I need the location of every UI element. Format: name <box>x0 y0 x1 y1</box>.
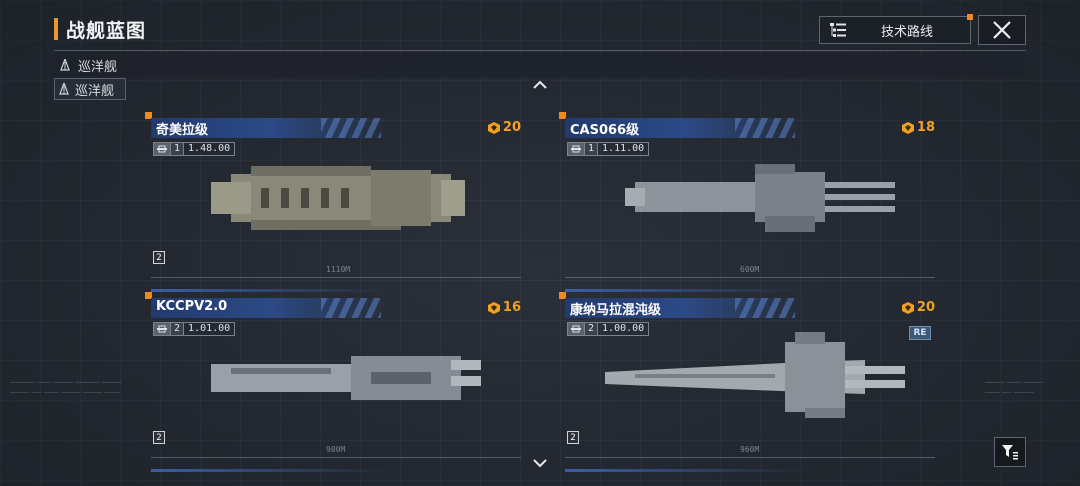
ship-image <box>211 356 481 400</box>
filter-icon <box>1002 445 1018 460</box>
ship-stats: 2 1.00.00 <box>567 322 650 336</box>
ship-image <box>605 332 905 418</box>
title-accent-bar <box>54 18 58 40</box>
ship-stats: 1 1.11.00 <box>567 142 650 156</box>
ship-stats: 1 1.48.00 <box>153 142 236 156</box>
ship-level: 2 <box>584 323 598 335</box>
ship-name: KCCPV2.0 <box>156 299 228 314</box>
length-label: 600M <box>740 265 760 274</box>
ship-blueprint-card[interactable]: KCCPV2.0 16 2 1.01.00 2 900M <box>145 292 531 472</box>
length-label: 1110M <box>326 265 351 274</box>
ship-blueprint-card[interactable]: CAS066级 18 1 1.11.00 600M <box>559 112 945 292</box>
scroll-up-chevron-icon[interactable] <box>532 80 548 90</box>
page-title: 战舰蓝图 <box>66 19 147 42</box>
ship-image <box>625 164 895 232</box>
tier-badge: 2 <box>153 431 165 444</box>
ship-version: 1.00.00 <box>597 323 648 335</box>
decorative-side-text: ───── ─── ──── ───── ──────── ── ─── ───… <box>10 378 122 397</box>
re-badge: RE <box>909 326 931 340</box>
close-icon <box>993 21 1011 39</box>
card-underline <box>565 469 805 472</box>
subcategory-label: 巡洋舰 <box>75 83 115 99</box>
ship-version: 1.11.00 <box>597 143 648 155</box>
cost-value: 20 <box>916 300 935 315</box>
close-button[interactable] <box>978 15 1026 45</box>
category-bar[interactable]: 巡洋舰 <box>54 53 1026 77</box>
ship-type-icon <box>154 143 170 155</box>
tech-route-label: 技术路线 <box>880 24 933 40</box>
header-divider <box>54 50 1026 51</box>
filter-button[interactable] <box>994 437 1026 467</box>
list-tree-icon <box>830 23 846 37</box>
ship-level: 2 <box>170 323 184 335</box>
blueprint-token-icon <box>901 301 914 314</box>
decorative-side-text: ──── ─── ─────── ── ──── <box>985 378 1044 397</box>
blueprint-cost: 20 <box>487 120 521 135</box>
cruiser-class-icon <box>59 83 69 95</box>
ship-level: 1 <box>584 143 598 155</box>
length-label: 960M <box>740 445 760 454</box>
scroll-down-chevron-icon[interactable] <box>532 458 548 468</box>
length-ruler <box>565 268 935 278</box>
blueprint-token-icon <box>487 301 500 314</box>
tier-badge: 2 <box>567 431 579 444</box>
ship-type-icon <box>568 323 584 335</box>
card-underline <box>151 469 391 472</box>
ship-type-icon <box>568 143 584 155</box>
ship-blueprint-card[interactable]: 康纳马拉混沌级 20 2 1.00.00 RE 2 960M <box>559 292 945 472</box>
ship-version: 1.48.00 <box>183 143 234 155</box>
blueprint-cost: 20 <box>901 300 935 315</box>
cost-value: 20 <box>502 120 521 135</box>
length-label: 900M <box>326 445 346 454</box>
ship-name-stripes <box>735 298 795 318</box>
ship-name-stripes <box>735 118 795 138</box>
card-underline <box>151 289 391 292</box>
cost-value: 16 <box>502 300 521 315</box>
new-marker <box>145 112 152 119</box>
blueprint-cost: 18 <box>901 120 935 135</box>
ship-name: 奇美拉级 <box>156 123 209 138</box>
tech-route-button[interactable]: 技术路线 <box>819 14 973 44</box>
length-ruler <box>151 448 521 458</box>
page-header: 战舰蓝图 <box>54 16 146 42</box>
ship-name: CAS066级 <box>570 123 640 138</box>
new-marker <box>559 112 566 119</box>
notification-dot <box>967 14 973 20</box>
ship-blueprint-card[interactable]: 奇美拉级 20 1 1.48.00 2 1110M <box>145 112 531 292</box>
length-ruler <box>565 448 935 458</box>
blueprint-cost: 16 <box>487 300 521 315</box>
ship-type-icon <box>154 323 170 335</box>
cost-value: 18 <box>916 120 935 135</box>
new-marker <box>145 292 152 299</box>
ship-version: 1.01.00 <box>183 323 234 335</box>
ship-name: 康纳马拉混沌级 <box>570 303 662 318</box>
ship-image <box>211 166 465 230</box>
card-underline <box>565 289 805 292</box>
category-label: 巡洋舰 <box>78 59 118 75</box>
new-marker <box>559 292 566 299</box>
ship-level: 1 <box>170 143 184 155</box>
length-ruler <box>151 268 521 278</box>
ship-name-stripes <box>321 298 381 318</box>
blueprint-token-icon <box>487 121 500 134</box>
cruiser-class-icon <box>60 59 70 71</box>
tier-badge: 2 <box>153 251 165 264</box>
ship-name-stripes <box>321 118 381 138</box>
ship-stats: 2 1.01.00 <box>153 322 236 336</box>
subcategory-tab-cruiser[interactable]: 巡洋舰 <box>54 78 126 100</box>
blueprint-token-icon <box>901 121 914 134</box>
